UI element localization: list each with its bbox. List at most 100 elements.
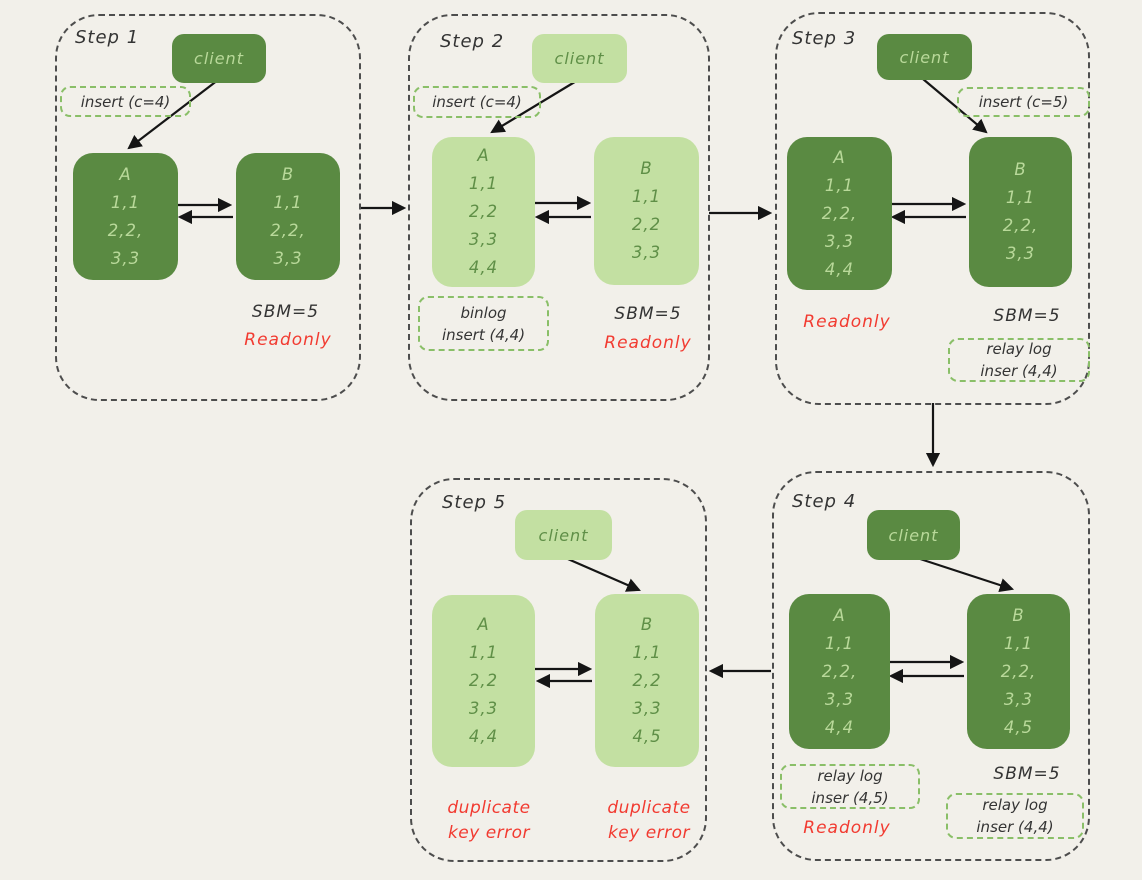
step1-node-b-row: 2,2, [270,220,306,240]
step1-node-a-row: 1,1 [110,192,141,212]
step5-node-a-row: 2,2 [468,671,499,690]
step3-relay-note: relay log inser (4,4) [948,338,1090,382]
step2-node-a-row: 2,2 [468,202,499,221]
step2-label: Step 2 [440,31,505,52]
step5-error-b-line1: duplicate [607,798,691,818]
step3-node-b-row: 1,1 [1005,188,1036,207]
step2-node-a-row: 1,1 [468,174,499,193]
step2-node-b-row: 3,3 [631,243,662,262]
step1-node-b: B 1,1 2,2, 3,3 [236,153,340,280]
step5-node-b: B 1,1 2,2 3,3 4,5 [595,594,699,767]
step2-readonly-text: Readonly [604,333,692,353]
step1-node-a-row: 3,3 [110,248,141,268]
step1-readonly-text: Readonly [244,330,332,350]
step4-label: Step 4 [792,491,857,512]
step5-node-a-title: A [477,615,490,634]
step3-label: Step 3 [792,28,857,49]
step5-node-b-row: 2,2 [632,670,662,690]
step4-node-b-row: 3,3 [1003,689,1034,709]
step1-node-b-title: B [281,164,295,184]
step5-node-b-row: 4,5 [632,726,662,746]
step3-relay-note-line2: inser (4,4) [980,362,1058,380]
step3-node-a-row: 1,1 [824,175,855,195]
step3-node-b-row: 2,2, [1002,216,1039,235]
step4-node-b-row: 4,5 [1003,717,1034,737]
step2-sbm-text: SBM=5 [614,304,682,324]
step4-relay-note-b-line1: relay log [982,796,1048,814]
step3-node-a-row: 4,4 [824,259,855,279]
step5-error-b-line2: key error [607,823,691,843]
step4-client-box: client [867,510,960,560]
step4-relay-note-a-line1: relay log [817,766,883,785]
step3-node-a-row: 2,2, [821,203,858,223]
step3-node-b-title: B [1014,160,1027,179]
step5-error-a-line2: key error [447,823,531,843]
step3-insert-note-text: insert (c=5) [978,93,1069,111]
step4-node-a-row: 1,1 [824,633,855,653]
step2-client-label: client [554,49,605,68]
step1-label: Step 1 [75,27,140,48]
step1-node-a-title: A [119,164,132,184]
step2-client-box: client [532,34,627,83]
step3-node-a-title: A [833,147,846,167]
step1-client-box: client [172,34,266,83]
step2-node-a-row: 3,3 [468,230,499,249]
step4-node-b: B 1,1 2,2, 3,3 4,5 [967,594,1070,749]
step4-node-a-row: 2,2, [821,661,858,681]
step2-node-a: A 1,1 2,2 3,3 4,4 [432,137,535,287]
step5-error-a-line1: duplicate [447,798,531,818]
step5-node-b-title: B [640,614,654,634]
step2-node-b-row: 1,1 [631,187,662,206]
step4-node-a: A 1,1 2,2, 3,3 4,4 [789,594,890,749]
step1-container: Step 1 client insert (c=4) A 1,1 2,2, 3,… [55,14,361,401]
step5-node-a-row: 3,3 [468,699,499,718]
step4-readonly-text: Readonly [803,818,891,838]
step3-readonly-text: Readonly [803,312,891,332]
step1-node-a: A 1,1 2,2, 3,3 [73,153,178,280]
step2-node-a-title: A [477,146,490,165]
step3-node-b: B 1,1 2,2, 3,3 [969,137,1072,287]
step1-client-label: client [194,49,244,68]
step2-node-b-title: B [640,159,653,178]
step5-label: Step 5 [442,492,507,513]
step2-binlog-note-line2: insert (4,4) [441,325,526,344]
step4-node-b-title: B [1012,605,1025,625]
step2-node-b-row: 2,2 [631,215,662,234]
step5-node-a: A 1,1 2,2 3,3 4,4 [432,595,535,767]
step1-insert-note-text: insert (c=4) [80,92,171,111]
step4-relay-note-b-line2: inser (4,4) [976,818,1054,836]
step4-relay-note-a-line2: inser (4,5) [811,788,889,807]
step3-sbm-text: SBM=5 [993,306,1061,326]
step3-client-box: client [877,34,972,80]
step4-node-a-title: A [833,605,846,625]
step2-insert-note: insert (c=4) [413,86,541,118]
step3-client-label: client [899,47,950,67]
step3-container: Step 3 client insert (c=5) A 1,1 2,2, 3,… [775,12,1090,405]
step2-node-b: B 1,1 2,2 3,3 [594,137,699,285]
step1-node-a-row: 2,2, [107,220,144,240]
step4-relay-note-a: relay log inser (4,5) [780,764,920,809]
step2-node-a-row: 4,4 [468,258,499,277]
step4-node-a-row: 3,3 [824,689,855,709]
step2-container: Step 2 client insert (c=4) A 1,1 2,2 3,3… [408,14,710,401]
step4-node-b-row: 1,1 [1003,633,1034,653]
step3-relay-note-line1: relay log [986,340,1052,358]
step5-container: Step 5 client A 1,1 2,2 3,3 4,4 B 1,1 2,… [410,478,707,862]
step3-node-a: A 1,1 2,2, 3,3 4,4 [787,137,892,290]
step1-sbm-text: SBM=5 [251,302,320,322]
step2-binlog-note: binlog insert (4,4) [418,296,549,351]
step5-client-box: client [515,510,612,560]
step1-insert-note: insert (c=4) [60,86,191,117]
step5-node-a-row: 1,1 [468,643,499,662]
step4-node-a-row: 4,4 [824,717,855,737]
step5-error-a: duplicate key error [434,796,544,846]
step4-relay-note-b: relay log inser (4,4) [946,793,1084,839]
step1-node-b-row: 3,3 [273,248,303,268]
step2-insert-note-text: insert (c=4) [432,93,522,111]
step5-node-a-row: 4,4 [468,727,499,746]
step2-binlog-note-line1: binlog [460,303,507,322]
step4-sbm-text: SBM=5 [993,764,1061,784]
step4-container: Step 4 client A 1,1 2,2, 3,3 4,4 B 1,1 2… [772,471,1090,861]
step5-client-label: client [538,525,589,545]
